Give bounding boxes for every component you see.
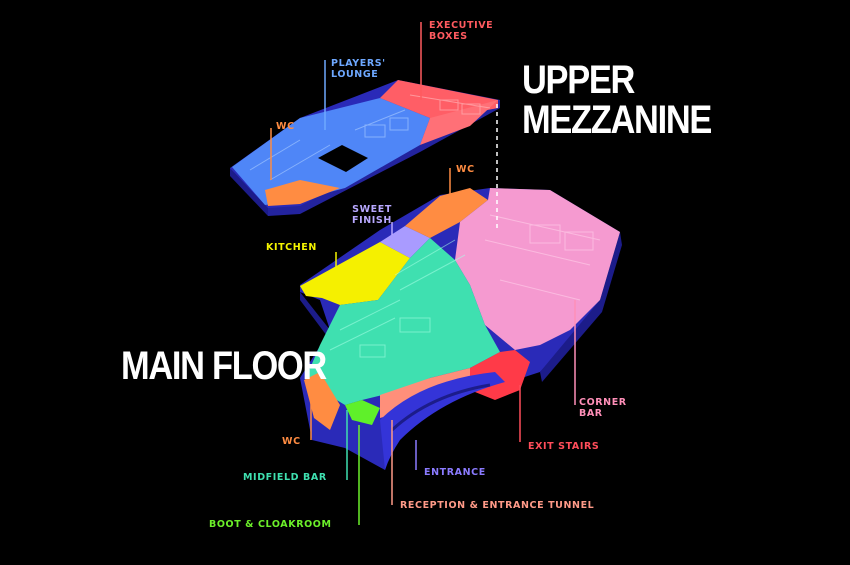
main-wc-bottom-zone [304,372,340,430]
label-kitchen: KITCHEN [266,242,317,253]
label-midfield-bar: MIDFIELD BAR [243,472,327,483]
label-boot-cloakroom: BOOT & CLOAKROOM [209,519,332,530]
upper-mezzanine-plan [230,80,500,216]
label-entrance: ENTRANCE [424,467,486,478]
label-exit-stairs: EXIT STAIRS [528,441,600,452]
label-corner-bar: CORNER BAR [579,397,627,419]
label-sweet-finish: SWEET FINISH [352,204,392,226]
label-sweet-finish-line2: FINISH [352,215,392,226]
label-players-lounge-line1: PLAYERS' [331,58,386,69]
label-corner-bar-line2: BAR [579,408,603,419]
label-reception-tunnel: RECEPTION & ENTRANCE TUNNEL [400,500,595,511]
label-players-lounge-line2: LOUNGE [331,69,379,80]
midfield-bar-zone [305,238,500,405]
label-sweet-finish-line1: SWEET [352,204,392,215]
label-wc-main-bottom: WC [282,436,301,447]
main-wc-top-zone [405,188,488,238]
main-floor-title: MAIN FLOOR [121,344,327,388]
label-wc-upper: WC [276,121,295,132]
label-executive-boxes-line2: BOXES [429,31,468,42]
leader-lines [270,22,576,525]
label-executive-boxes-line1: EXECUTIVE [429,20,494,31]
label-executive-boxes: EXECUTIVE BOXES [429,20,493,42]
boot-cloakroom-zone [345,400,380,425]
upper-wc-zone [265,180,340,206]
label-wc-main-top: WC [456,164,475,175]
main-floor-plan [300,188,622,470]
kitchen-zone [300,242,410,305]
upper-mezzanine-title: UPPER MEZZANINE [522,58,712,142]
entrance-zone [380,372,505,470]
label-players-lounge: PLAYERS' LOUNGE [331,58,386,80]
corner-bar-zone [455,188,620,350]
label-corner-bar-line1: CORNER [579,397,627,408]
